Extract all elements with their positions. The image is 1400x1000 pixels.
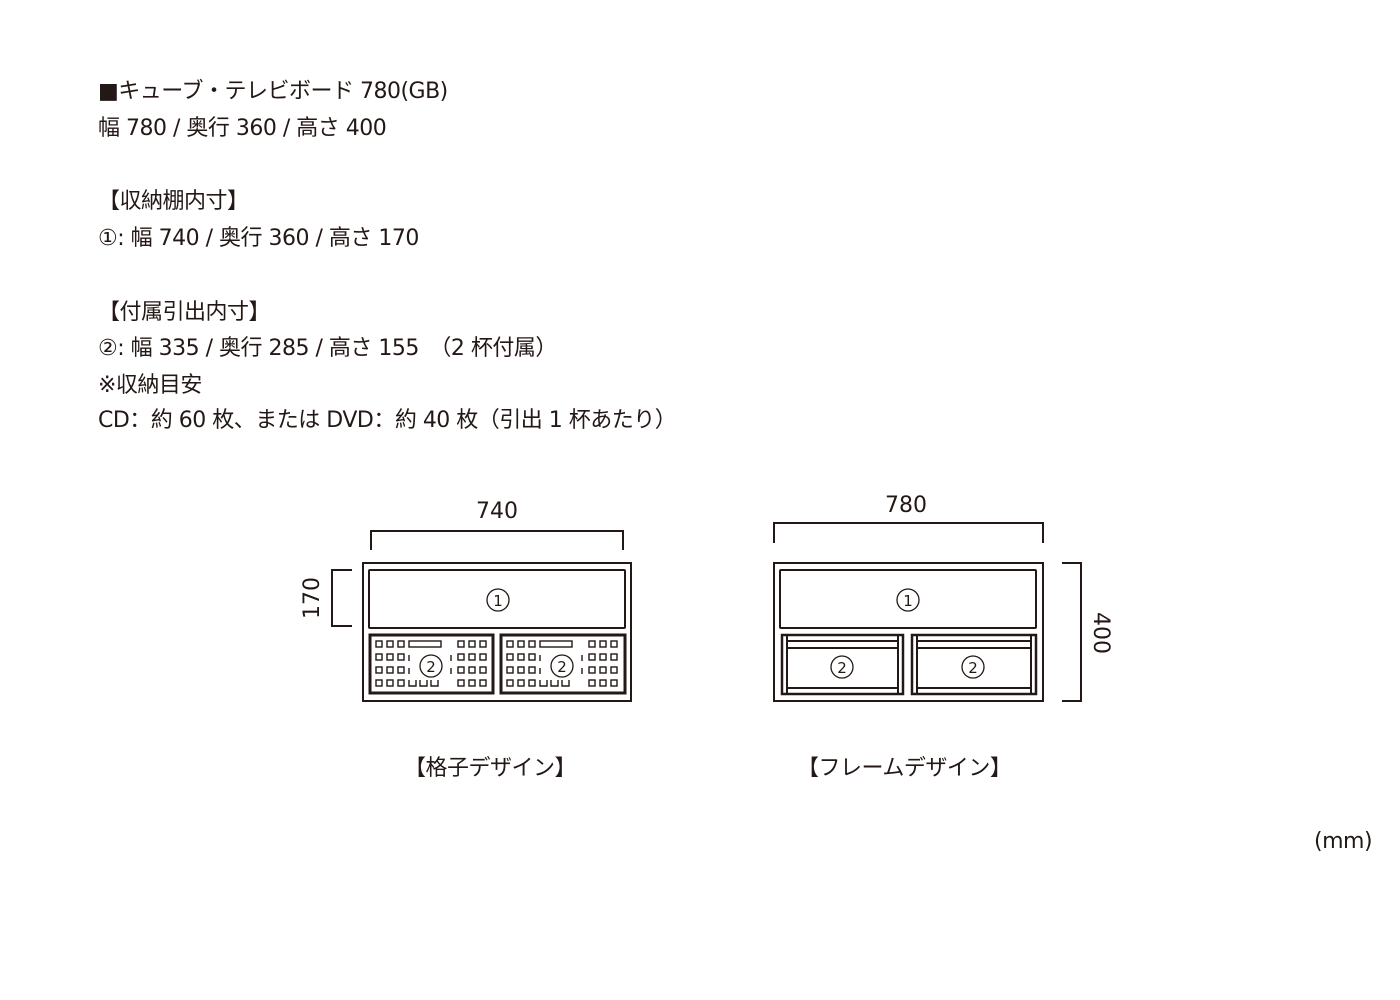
shelf-size: ①: 幅 740 / 奥行 360 / 高さ 170	[98, 226, 419, 251]
lattice-cell	[506, 666, 514, 674]
lattice-cell	[588, 679, 596, 687]
lattice-cell	[599, 653, 607, 661]
lattice-u-cell	[561, 680, 570, 687]
lattice-cell	[528, 666, 536, 674]
lattice-cell	[479, 640, 487, 648]
lattice-cell	[599, 640, 607, 648]
product-title: ■キューブ・テレビボード 780(GB)	[98, 79, 448, 104]
frame-shelf	[779, 569, 1037, 629]
unit-label: (mm)	[1314, 829, 1373, 854]
lattice-cell	[610, 653, 618, 661]
lattice-u-cell	[408, 680, 417, 687]
lattice-cell	[588, 640, 596, 648]
lattice-shelf-marker-circle	[486, 588, 510, 612]
lattice-u-cell	[430, 680, 439, 687]
lattice-cell	[588, 653, 596, 661]
lattice-slot	[408, 640, 442, 648]
storage-heading: ※収納目安	[98, 373, 202, 398]
frame-cabinet-outline	[773, 562, 1044, 702]
frame-height-label: 400	[1088, 612, 1113, 654]
drawer-size: ②: 幅 335 / 奥行 285 / 高さ 155 （2 杯付属）	[98, 336, 557, 361]
lattice-cell	[386, 679, 394, 687]
lattice-u-cell	[539, 680, 548, 687]
lattice-cell	[528, 640, 536, 648]
lattice-cell	[528, 653, 536, 661]
storage-capacity: CD：約 60 枚、または DVD：約 40 枚（引出 1 杯あたり）	[98, 408, 677, 433]
lattice-cell	[479, 679, 487, 687]
lattice-cell	[506, 653, 514, 661]
lattice-cell	[517, 666, 525, 674]
lattice-cell	[588, 666, 596, 674]
lattice-cell	[397, 666, 405, 674]
frame-drawer-left	[780, 633, 905, 696]
lattice-width-bracket	[370, 530, 624, 550]
lattice-cell	[517, 653, 525, 661]
lattice-cabinet-outline	[362, 562, 632, 702]
lattice-design-caption: 【格子デザイン】	[404, 756, 577, 781]
lattice-height-bracket	[331, 569, 352, 627]
lattice-cell	[397, 640, 405, 648]
lattice-cell	[479, 653, 487, 661]
frame-design-caption: 【フレームデザイン】	[797, 756, 1012, 781]
shelf-heading: 【収納棚内寸】	[98, 189, 249, 214]
lattice-slot	[539, 640, 573, 648]
lattice-cell	[479, 666, 487, 674]
frame-drawer-left-marker: 2	[837, 659, 847, 677]
lattice-drawer-right-marker-circle	[550, 654, 574, 678]
lattice-grid-left	[375, 640, 487, 687]
frame-height-bracket	[1062, 562, 1082, 702]
lattice-cell	[610, 666, 618, 674]
overall-size: 幅 780 / 奥行 360 / 高さ 400	[98, 116, 387, 141]
lattice-shelf-marker: 1	[493, 592, 503, 610]
frame-shelf-marker-circle	[896, 588, 920, 612]
lattice-cell	[610, 640, 618, 648]
lattice-cell	[599, 666, 607, 674]
lattice-cell	[386, 640, 394, 648]
lattice-cell	[457, 640, 465, 648]
frame-drawer-right-marker: 2	[968, 659, 978, 677]
lattice-cell	[528, 679, 536, 687]
lattice-cell	[386, 653, 394, 661]
lattice-drawer-left-marker: 2	[426, 658, 436, 676]
drawer-heading: 【付属引出内寸】	[98, 300, 271, 325]
lattice-cell	[375, 679, 383, 687]
lattice-cell	[375, 640, 383, 648]
lattice-cell	[506, 640, 514, 648]
frame-shelf-marker: 1	[903, 592, 913, 610]
lattice-drawer-right	[499, 633, 627, 695]
lattice-cell	[517, 679, 525, 687]
lattice-grid-right	[506, 640, 618, 687]
frame-width-bracket	[773, 522, 1044, 543]
lattice-u-cell	[419, 680, 428, 687]
frame-drawer-right-marker-circle	[961, 655, 985, 679]
lattice-u-cell	[550, 680, 559, 687]
lattice-cell	[506, 679, 514, 687]
lattice-cell	[468, 640, 476, 648]
lattice-drawer-right-marker: 2	[557, 658, 567, 676]
lattice-cell	[517, 640, 525, 648]
lattice-cell	[468, 679, 476, 687]
lattice-cell	[610, 679, 618, 687]
lattice-cell	[397, 679, 405, 687]
lattice-cell	[375, 653, 383, 661]
lattice-drawer-left-marker-circle	[419, 654, 443, 678]
lattice-drawer-left	[368, 633, 495, 695]
frame-drawer-right	[910, 633, 1038, 696]
lattice-height-label: 170	[300, 577, 325, 619]
frame-width-label: 780	[885, 493, 927, 518]
lattice-cell	[457, 666, 465, 674]
lattice-cell	[457, 679, 465, 687]
lattice-cell	[468, 666, 476, 674]
frame-drawer-left-marker-circle	[830, 655, 854, 679]
lattice-cell	[468, 653, 476, 661]
lattice-cell	[457, 653, 465, 661]
lattice-cell	[386, 666, 394, 674]
lattice-shelf	[368, 569, 626, 629]
lattice-cell	[599, 679, 607, 687]
lattice-cell	[397, 653, 405, 661]
lattice-width-label: 740	[476, 499, 518, 524]
lattice-cell	[375, 666, 383, 674]
